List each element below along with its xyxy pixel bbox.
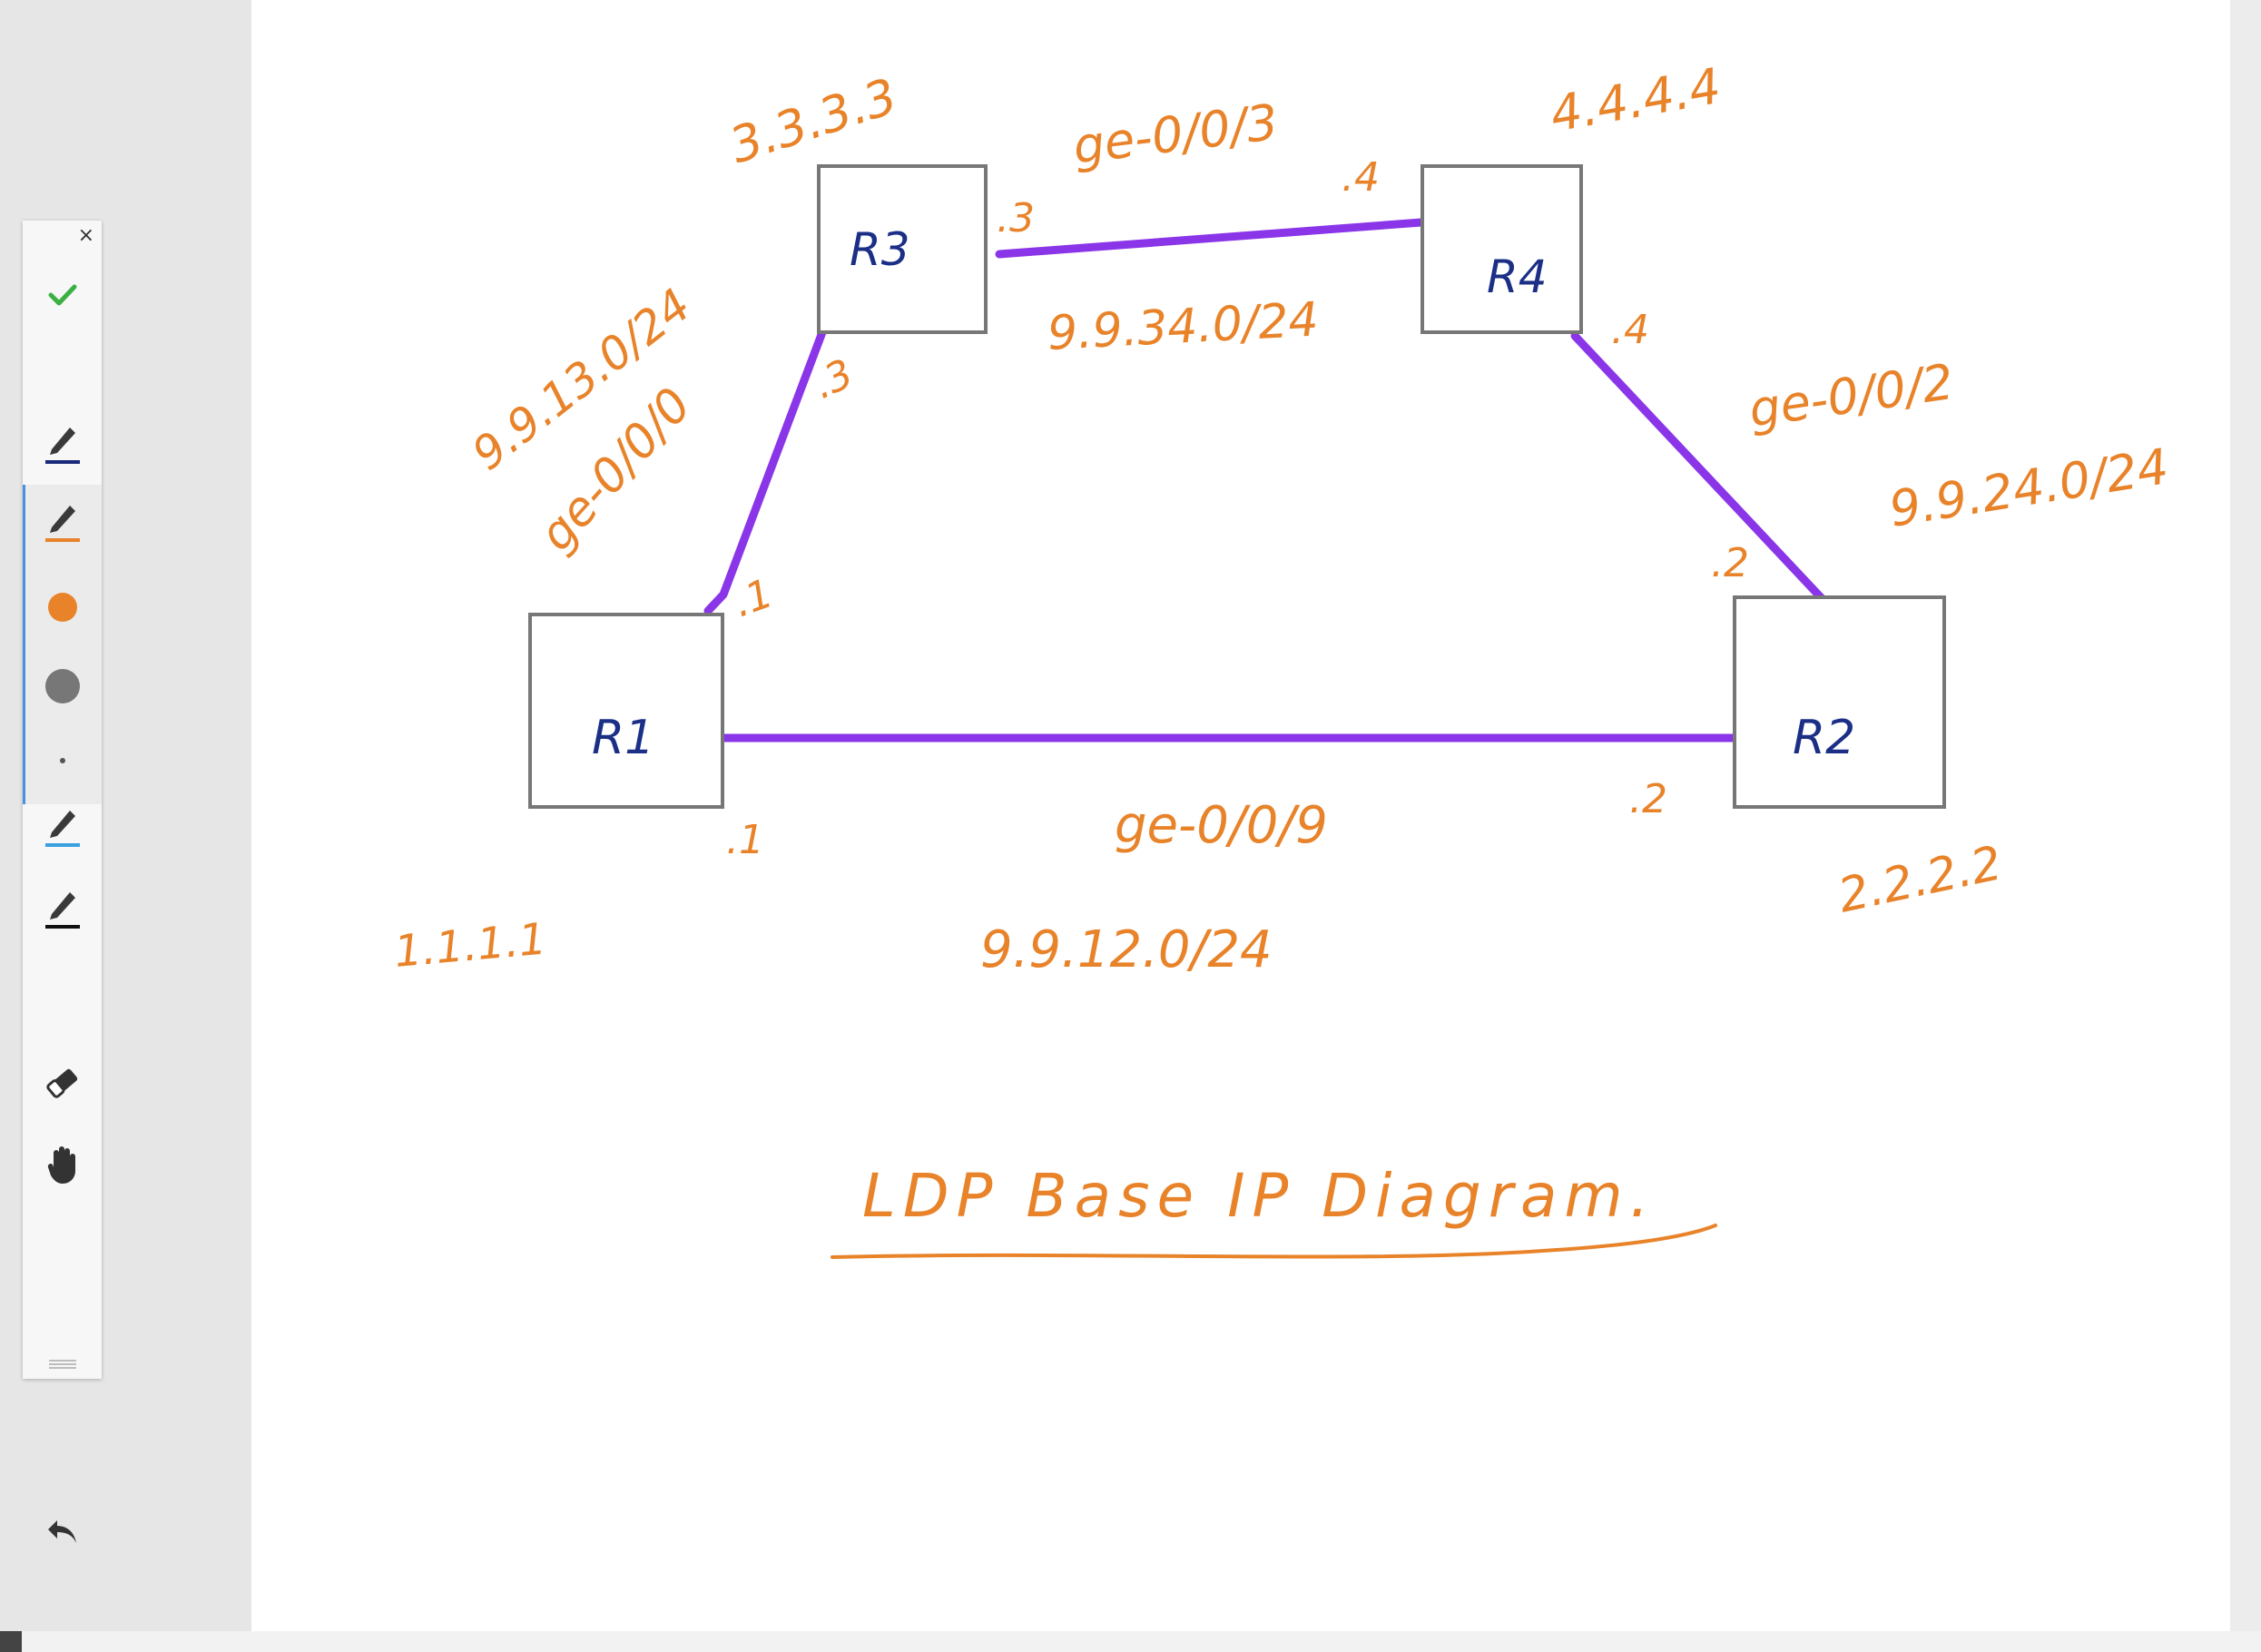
diagram-title-underline — [831, 1224, 1717, 1259]
active-pen-group — [23, 485, 102, 804]
whiteboard-canvas[interactable] — [251, 0, 2230, 1631]
router-r1-label: R1 — [592, 711, 654, 765]
diagram-title: LDP Base IP Diagram. — [862, 1161, 1656, 1231]
close-toolbar-button[interactable]: × — [77, 224, 94, 247]
r3-loopback-label: 3.3.3.3 — [723, 67, 904, 174]
link-r4-r2-end-b: .2 — [1711, 540, 1749, 586]
hand-icon[interactable] — [23, 1139, 102, 1190]
pen-orange-icon[interactable] — [23, 497, 102, 546]
link-r1-r2-interface: ge-0/0/9 — [1115, 796, 1328, 855]
scroll-gutter — [2230, 0, 2261, 1631]
r1-loopback-label: 1.1.1.1 — [392, 914, 548, 978]
link-r1-r2-end-a: .1 — [726, 817, 764, 863]
pen-black-icon[interactable] — [23, 885, 102, 930]
color-gray-icon[interactable] — [23, 663, 102, 710]
ink-toolbar: × — [23, 221, 102, 1543]
router-r4-box[interactable] — [1420, 164, 1583, 334]
link-r4-r2-end-a: .4 — [1611, 307, 1649, 353]
pen-dark-blue-icon[interactable] — [23, 418, 102, 467]
color-orange-icon[interactable] — [23, 584, 102, 631]
bottom-bar — [0, 1631, 2261, 1652]
link-r4-r2-subnet: 9.9.24.0/24 — [1885, 438, 2172, 538]
dot-icon[interactable] — [23, 747, 102, 774]
link-r1-r3-end-a: .1 — [727, 570, 779, 626]
link-r4-r2-interface: ge-0/0/2 — [1745, 353, 1957, 438]
router-r2-label: R2 — [1793, 711, 1855, 765]
link-r3-r4-end-b: .4 — [1342, 154, 1380, 201]
toolbar-grip[interactable] — [49, 1360, 76, 1369]
r4-loopback-label: 4.4.4.4 — [1546, 57, 1725, 143]
link-r1-r2-end-b: .2 — [1629, 776, 1667, 822]
router-r4-label: R4 — [1487, 251, 1548, 303]
link-r3-r4-end-a: .3 — [997, 195, 1035, 241]
eraser-icon[interactable] — [23, 1060, 102, 1106]
link-r3-r4-subnet: 9.9.34.0/24 — [1047, 292, 1320, 361]
router-r3-box[interactable] — [817, 164, 988, 334]
r2-loopback-label: 2.2.2.2 — [1833, 836, 2006, 924]
link-r3-r4 — [995, 218, 1426, 259]
pen-light-blue-icon[interactable] — [23, 803, 102, 849]
check-icon[interactable] — [23, 275, 102, 315]
router-r3-label: R3 — [850, 223, 910, 276]
link-r1-r3 — [703, 328, 827, 615]
bottom-bar-marker — [0, 1631, 22, 1652]
link-r1-r2-subnet: 9.9.12.0/24 — [980, 920, 1273, 979]
router-r2-box[interactable] — [1733, 595, 1946, 809]
link-r4-r2 — [1570, 331, 1838, 615]
link-r3-r4-interface: ge-0/0/3 — [1070, 93, 1281, 175]
router-r1-box[interactable] — [528, 613, 724, 809]
undo-icon[interactable] — [23, 1509, 102, 1557]
